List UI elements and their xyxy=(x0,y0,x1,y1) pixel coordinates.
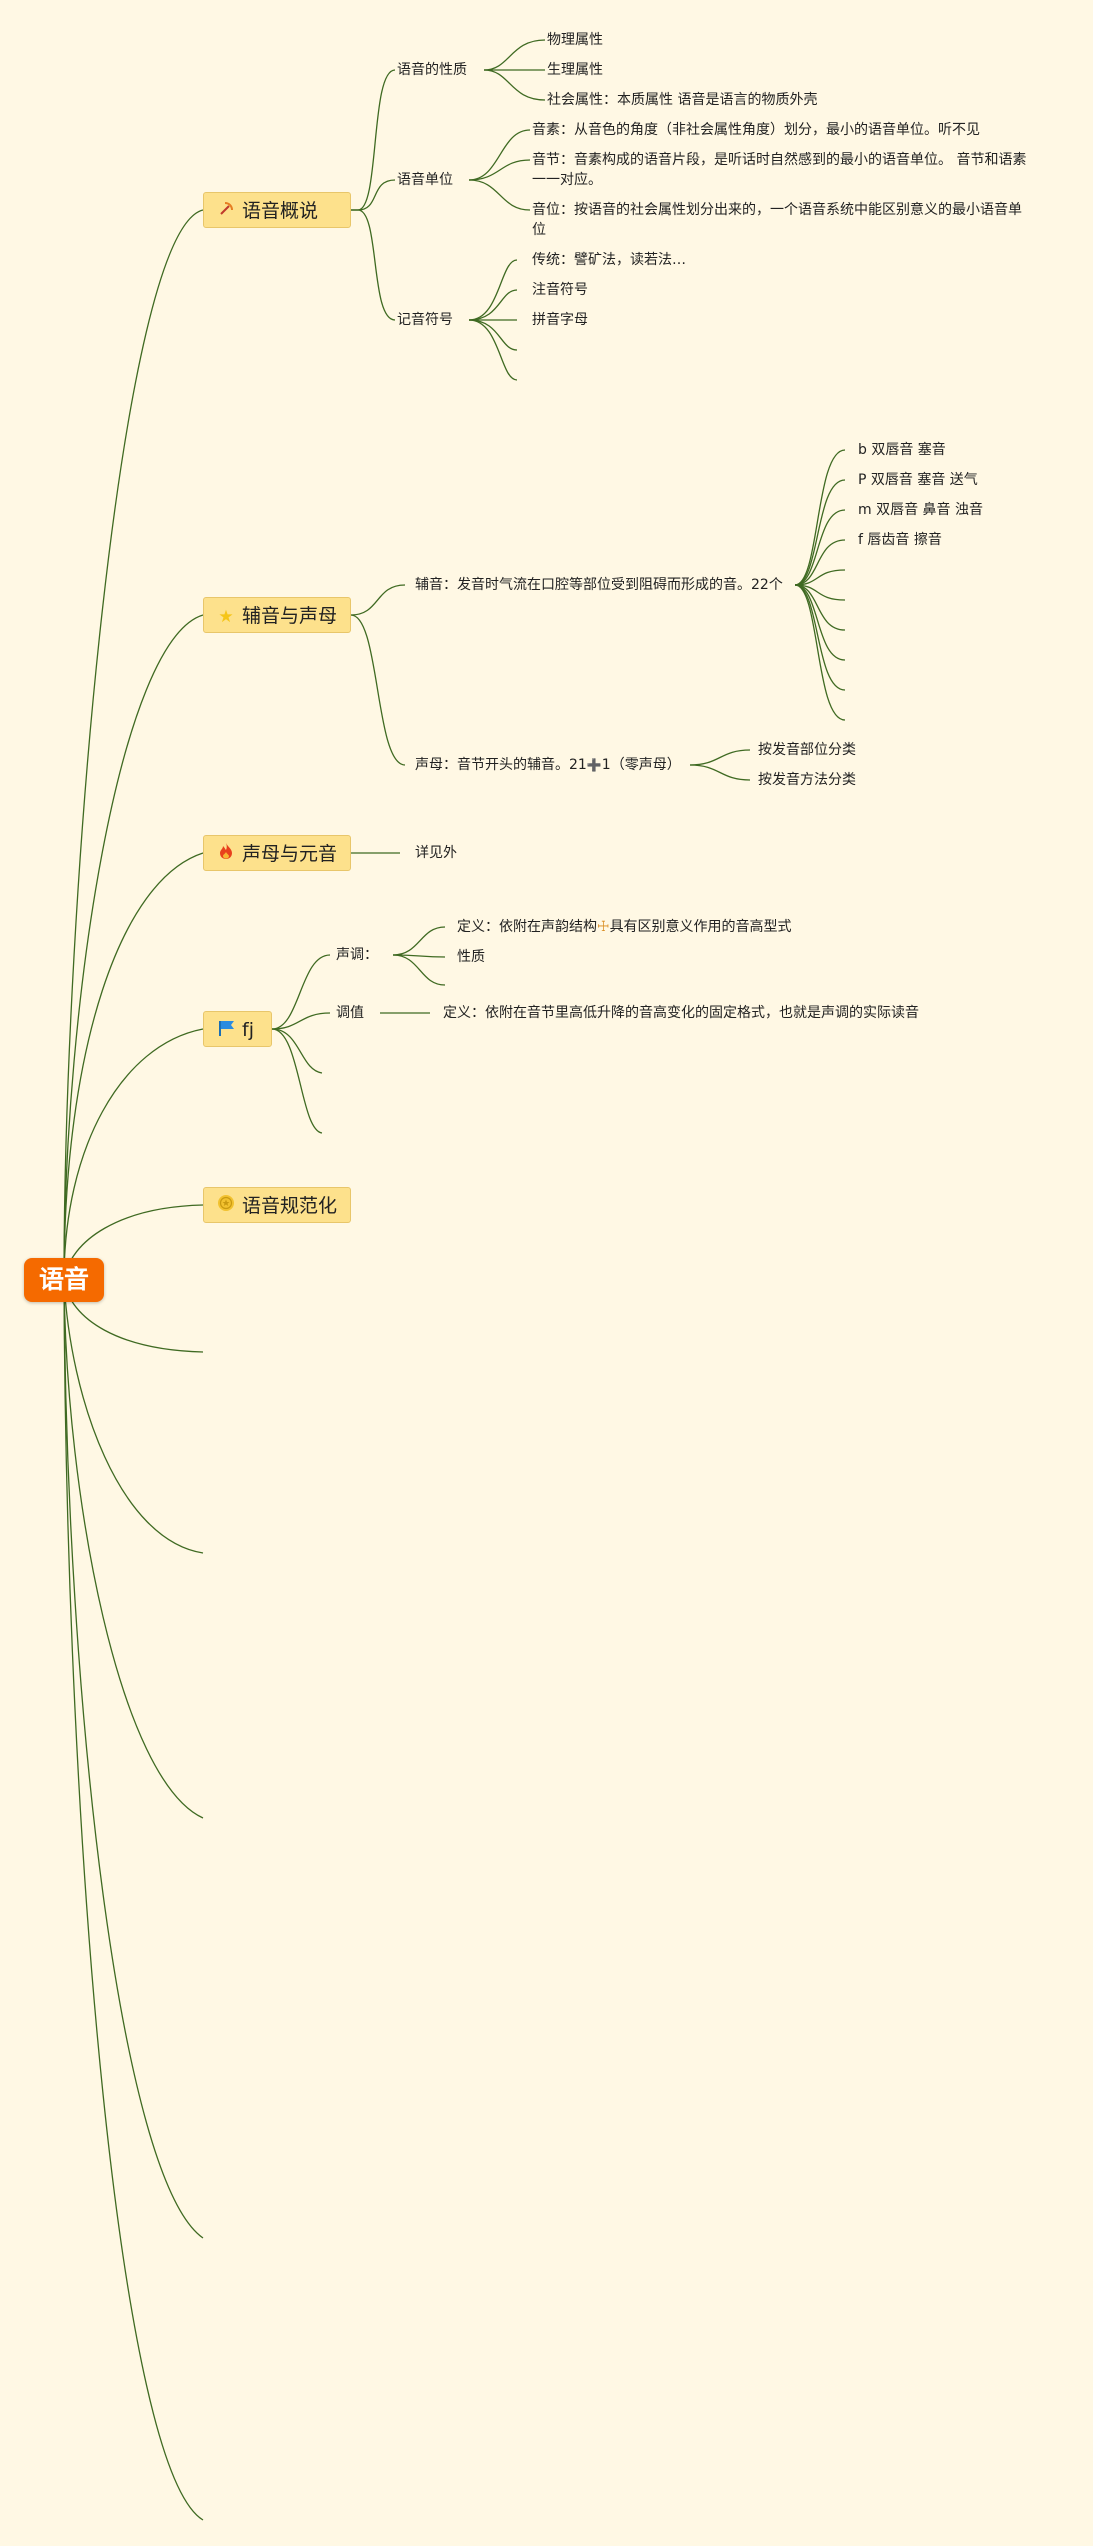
node-initial[interactable]: 声母：音节开头的辅音。21➕1（零声母） xyxy=(415,755,681,775)
node-consonant-b[interactable]: b 双唇音 塞音 xyxy=(858,442,946,458)
node-tone-value-definition[interactable]: 定义：依附在音节里高低升降的音高变化的固定格式，也就是声调的实际读音 xyxy=(443,1005,919,1021)
topic-fj-label: fj xyxy=(242,1019,254,1041)
topic-fj[interactable]: fj xyxy=(203,1011,272,1047)
plus-icon: ➕ xyxy=(586,758,602,772)
node-unit-syllable[interactable]: 音节：音素构成的语音片段，是听话时自然感到的最小的语音单位。 音节和语素一一对应… xyxy=(532,152,1027,188)
root-node[interactable]: 语音 xyxy=(24,1258,104,1302)
topic-initials-vowels[interactable]: 声母与元音 xyxy=(203,835,351,871)
flag-icon xyxy=(216,1013,236,1049)
topic-overview-label: 语音概说 xyxy=(242,200,319,222)
node-consonant-m[interactable]: m 双唇音 鼻音 浊音 xyxy=(858,502,983,518)
topic-overview[interactable]: 语音概说 xyxy=(203,192,351,228)
topic-consonants[interactable]: ★ 辅音与声母 xyxy=(203,597,351,633)
topic-consonants-label: 辅音与声母 xyxy=(242,605,338,627)
node-nature[interactable]: 语音的性质 xyxy=(397,62,467,78)
node-tone-value[interactable]: 调值 xyxy=(336,1005,364,1021)
node-tone-nature[interactable]: 性质 xyxy=(457,949,485,965)
node-nature-physiological[interactable]: 生理属性 xyxy=(547,62,603,78)
topic-standardization-label: 语音规范化 xyxy=(242,1195,338,1217)
topic-standardization[interactable]: 语音规范化 xyxy=(203,1187,351,1223)
node-tone-def-a: 定义：依附在声韵结构 xyxy=(457,919,597,935)
node-notation-zhuyin[interactable]: 注音符号 xyxy=(532,282,588,298)
node-notation-traditional[interactable]: 传统：譬矿法，读若法… xyxy=(532,252,686,268)
node-initial-suffix: 1（零声母） xyxy=(601,757,681,773)
node-nature-social[interactable]: 社会属性：本质属性 语音是语言的物质外壳 xyxy=(547,92,818,108)
node-unit-phonemic[interactable]: 音位：按语音的社会属性划分出来的，一个语音系统中能区别意义的最小语音单位 xyxy=(532,202,1022,238)
node-tone[interactable]: 声调： xyxy=(336,947,378,963)
cross-icon: ☩ xyxy=(597,919,610,935)
node-tone-def-b: 具有区别意义作用的音高型式 xyxy=(609,919,792,935)
node-initial-prefix: 声母：音节开头的辅音。21 xyxy=(415,757,587,773)
node-consonant-p[interactable]: P 双唇音 塞音 送气 xyxy=(858,472,978,488)
node-notation[interactable]: 记音符号 xyxy=(397,312,453,328)
node-nature-physical[interactable]: 物理属性 xyxy=(547,32,603,48)
fire-icon xyxy=(216,837,236,873)
star-icon: ★ xyxy=(218,607,234,627)
node-by-manner[interactable]: 按发音方法分类 xyxy=(758,772,856,788)
node-units[interactable]: 语音单位 xyxy=(397,172,453,188)
medal-icon xyxy=(216,1189,236,1225)
node-consonant-f[interactable]: f 唇齿音 擦音 xyxy=(858,532,942,548)
node-tone-definition[interactable]: 定义：依附在声韵结构☩具有区别意义作用的音高型式 xyxy=(457,917,792,937)
node-by-place[interactable]: 按发音部位分类 xyxy=(758,742,856,758)
pickaxe-icon xyxy=(216,194,236,230)
node-unit-phoneme[interactable]: 音素：从音色的角度（非社会属性角度）划分，最小的语音单位。听不见 xyxy=(532,122,980,138)
node-see-also[interactable]: 详见外 xyxy=(415,845,457,861)
node-consonant[interactable]: 辅音：发音时气流在口腔等部位受到阻碍而形成的音。22个 xyxy=(415,577,783,593)
topic-initials-vowels-label: 声母与元音 xyxy=(242,843,338,865)
node-notation-pinyin[interactable]: 拼音字母 xyxy=(532,312,588,328)
